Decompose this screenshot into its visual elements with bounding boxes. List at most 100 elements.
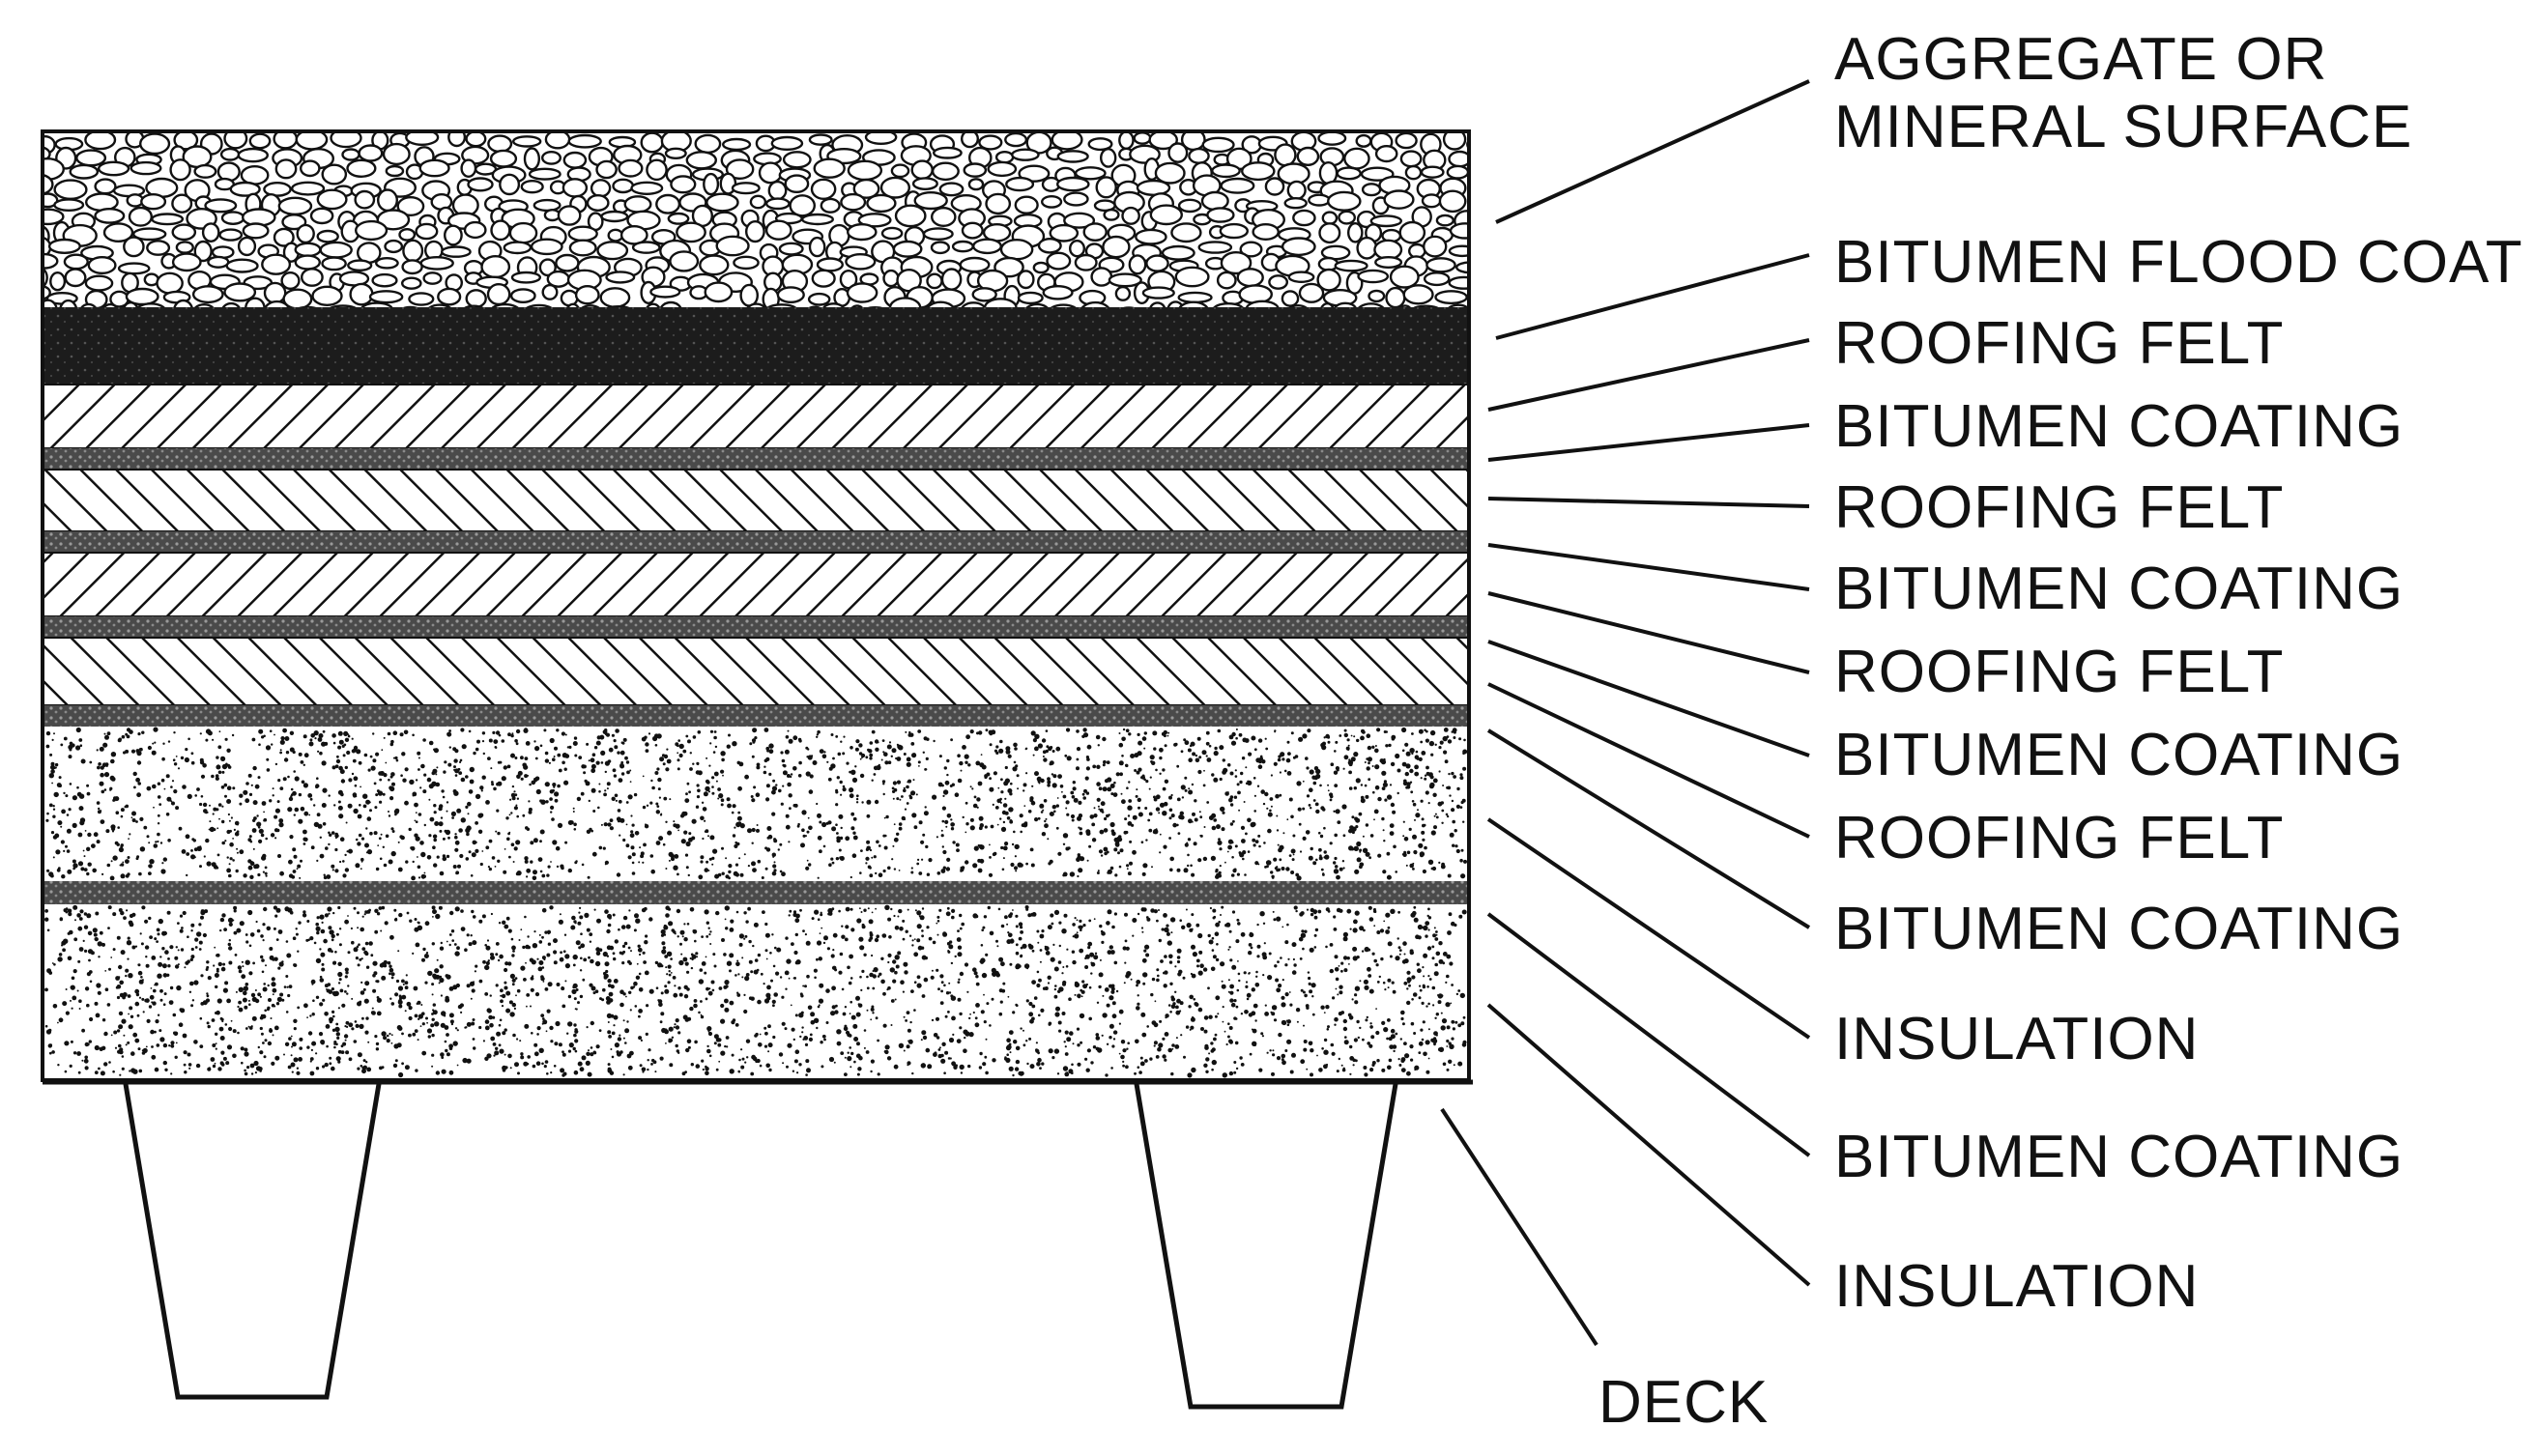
- insulation-speck: [508, 855, 511, 859]
- aggregate-stone: [220, 211, 245, 226]
- insulation-speck: [1447, 739, 1453, 744]
- insulation-speck: [448, 933, 452, 936]
- insulation-speck: [1459, 858, 1463, 863]
- insulation-speck: [1008, 1030, 1014, 1035]
- insulation-speck: [893, 837, 899, 842]
- insulation-speck: [1234, 775, 1238, 778]
- insulation-speck: [320, 928, 326, 934]
- insulation-speck: [337, 789, 343, 795]
- insulation-speck: [467, 801, 472, 807]
- insulation-speck: [807, 1005, 813, 1011]
- insulation-speck: [247, 865, 253, 871]
- insulation-speck: [969, 1013, 971, 1015]
- insulation-speck: [1139, 1056, 1143, 1060]
- insulation-speck: [1453, 775, 1456, 779]
- insulation-speck: [91, 843, 96, 848]
- insulation-speck: [932, 940, 936, 945]
- insulation-speck: [294, 776, 300, 782]
- insulation-speck: [1438, 770, 1441, 773]
- insulation-speck: [772, 1004, 775, 1008]
- insulation-speck: [740, 1065, 745, 1070]
- insulation-speck: [387, 731, 391, 736]
- insulation-speck: [911, 944, 914, 947]
- insulation-speck: [354, 1020, 358, 1023]
- insulation-speck: [287, 807, 293, 813]
- insulation-speck: [840, 826, 843, 830]
- insulation-speck: [1153, 829, 1159, 835]
- insulation-speck: [1390, 802, 1396, 808]
- aggregate-stones: [43, 131, 1469, 313]
- insulation-speck: [60, 840, 65, 844]
- insulation-speck: [456, 1064, 459, 1067]
- insulation-speck: [658, 796, 662, 799]
- aggregate-stone: [1286, 180, 1307, 201]
- insulation-speck: [886, 744, 892, 750]
- insulation-speck: [265, 745, 272, 751]
- insulation-speck: [149, 994, 155, 1000]
- insulation-speck: [460, 909, 464, 913]
- insulation-speck: [780, 751, 784, 755]
- insulation-speck: [216, 756, 219, 759]
- insulation-speck: [1137, 806, 1140, 810]
- insulation-speck: [871, 779, 874, 782]
- insulation-speck: [609, 818, 614, 822]
- insulation-speck: [1202, 784, 1206, 787]
- insulation-speck: [412, 952, 415, 956]
- insulation-speck: [526, 827, 531, 831]
- aggregate-stone: [358, 144, 384, 162]
- aggregate-stone: [43, 267, 48, 289]
- insulation-speck: [164, 1068, 168, 1072]
- insulation-speck: [409, 919, 413, 923]
- insulation-speck: [58, 820, 63, 824]
- aggregate-stone: [1219, 222, 1250, 240]
- insulation-speck: [1155, 768, 1158, 772]
- insulation-speck: [137, 782, 141, 785]
- insulation-speck: [893, 914, 896, 918]
- insulation-speck: [103, 1062, 108, 1067]
- insulation-speck: [410, 846, 416, 851]
- insulation-speck: [1364, 761, 1367, 763]
- insulation-speck: [738, 857, 741, 860]
- insulation-speck: [380, 929, 383, 932]
- insulation-speck: [163, 992, 167, 996]
- insulation-speck: [442, 837, 446, 841]
- insulation-speck: [196, 931, 202, 937]
- insulation-speck: [1257, 834, 1261, 838]
- insulation-speck: [77, 861, 84, 867]
- insulation-speck: [348, 848, 353, 854]
- insulation-speck: [1224, 1030, 1226, 1033]
- insulation-speck: [677, 758, 680, 762]
- insulation-speck: [353, 906, 357, 910]
- insulation-speck: [673, 1026, 676, 1029]
- insulation-speck: [1008, 807, 1014, 813]
- insulation-speck: [1095, 1033, 1099, 1037]
- insulation-speck: [1034, 746, 1039, 752]
- insulation-speck: [1004, 797, 1007, 800]
- insulation-speck: [527, 1055, 531, 1059]
- insulation-speck: [1009, 792, 1013, 796]
- insulation-speck: [493, 1054, 496, 1057]
- insulation-speck: [835, 857, 840, 861]
- insulation-speck: [378, 837, 382, 841]
- insulation-speck: [631, 852, 636, 857]
- insulation-speck: [641, 736, 647, 742]
- insulation-speck: [401, 994, 407, 1000]
- insulation-speck: [895, 964, 900, 969]
- insulation-speck: [1049, 762, 1052, 766]
- insulation-speck: [1219, 847, 1223, 851]
- aggregate-stone: [931, 161, 960, 182]
- insulation-speck: [1406, 1071, 1411, 1076]
- insulation-speck: [1243, 971, 1247, 975]
- insulation-speck: [1011, 842, 1015, 846]
- insulation-speck: [1247, 850, 1251, 853]
- insulation-speck: [979, 823, 984, 828]
- aggregate-stone: [467, 177, 494, 192]
- insulation-speck: [1257, 738, 1263, 743]
- insulation-speck: [612, 952, 616, 956]
- insulation-speck: [1134, 753, 1139, 758]
- insulation-speck: [1171, 1047, 1174, 1050]
- insulation-speck: [337, 805, 343, 811]
- insulation-speck: [1239, 780, 1243, 785]
- aggregate-stone: [1018, 164, 1051, 183]
- insulation-speck: [1360, 735, 1365, 741]
